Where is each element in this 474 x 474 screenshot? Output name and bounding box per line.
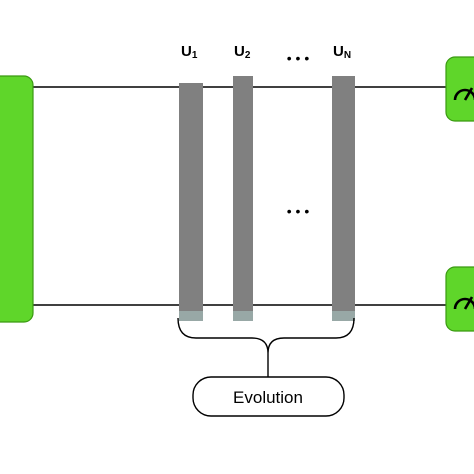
evolution-box xyxy=(192,376,345,417)
evolution-brace xyxy=(177,317,355,354)
gate-u1 xyxy=(179,83,203,321)
gate-un xyxy=(332,76,355,321)
gate-u2 xyxy=(233,76,253,321)
meter-icon xyxy=(445,266,474,332)
gate-label-u2: U2 xyxy=(234,43,251,61)
evolution-label: Evolution xyxy=(233,388,303,407)
ellipsis-middle: • • • xyxy=(287,203,310,219)
input-block xyxy=(0,75,34,323)
ellipsis-top: • • • xyxy=(287,50,310,66)
gate-label-u1: U1 xyxy=(181,43,198,61)
meter-icon xyxy=(445,56,474,122)
gate-label-un: UN xyxy=(333,43,351,61)
